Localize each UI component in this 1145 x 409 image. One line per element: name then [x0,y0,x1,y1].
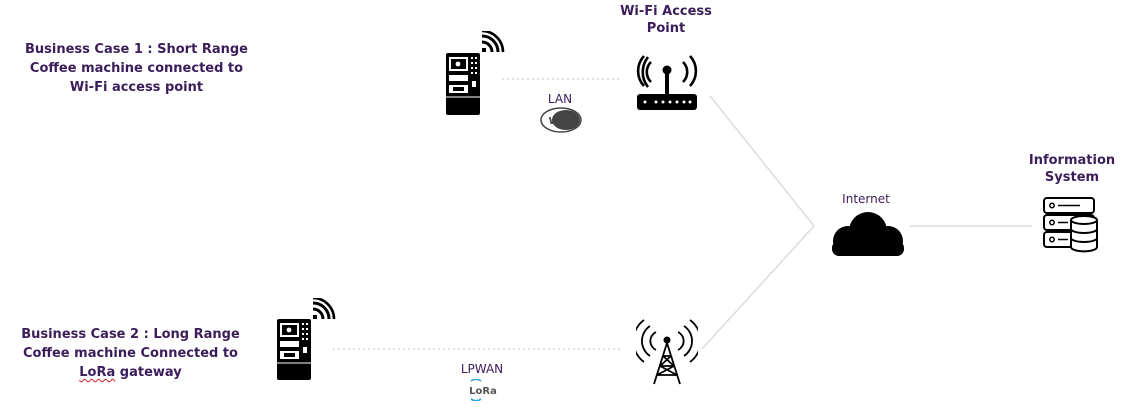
wifi-logo-text: WiFi [549,116,574,127]
business-case-1-line3: Wi-Fi access point [69,80,204,95]
coffee-machine-icon [446,53,480,115]
wifi-router-icon [636,55,698,110]
wifi-access-point-title: Wi-Fi Access Point [620,4,712,36]
coffee-machine-icon [277,319,311,380]
business-case-1-text: Business Case 1 : Short Range Coffee mac… [14,40,259,97]
wireless-signal-icon [481,31,505,53]
internet-label: Internet [842,192,890,206]
business-case-1-title: Business Case 1 : Short Range [25,42,248,57]
radio-tower-icon [636,319,698,385]
wifi-logo-icon: WiFi [540,107,582,133]
business-case-1-line2: Coffee machine connected to [29,61,244,76]
business-case-2-line2: Coffee machine Connected to [22,346,238,361]
business-case-2-text: Business Case 2 : Long Range Coffee mach… [8,325,253,382]
server-database-icon [1043,197,1098,253]
lan-label: LAN [547,92,573,106]
business-case-2-line3-rest: gateway [115,365,182,380]
business-case-2-title: Business Case 2 : Long Range [21,327,240,342]
lpwan-label: LPWAN [460,362,504,376]
lora-logo-icon: LoRa [469,379,497,401]
wireless-signal-icon [312,298,336,320]
cloud-icon [832,212,904,256]
tower-to-internet-link [701,225,815,350]
lora-word: LoRa [79,365,116,380]
router-to-internet-link [709,95,815,227]
lora-logo-text: LoRa [469,386,497,397]
information-system-title: Information System [1028,153,1116,185]
